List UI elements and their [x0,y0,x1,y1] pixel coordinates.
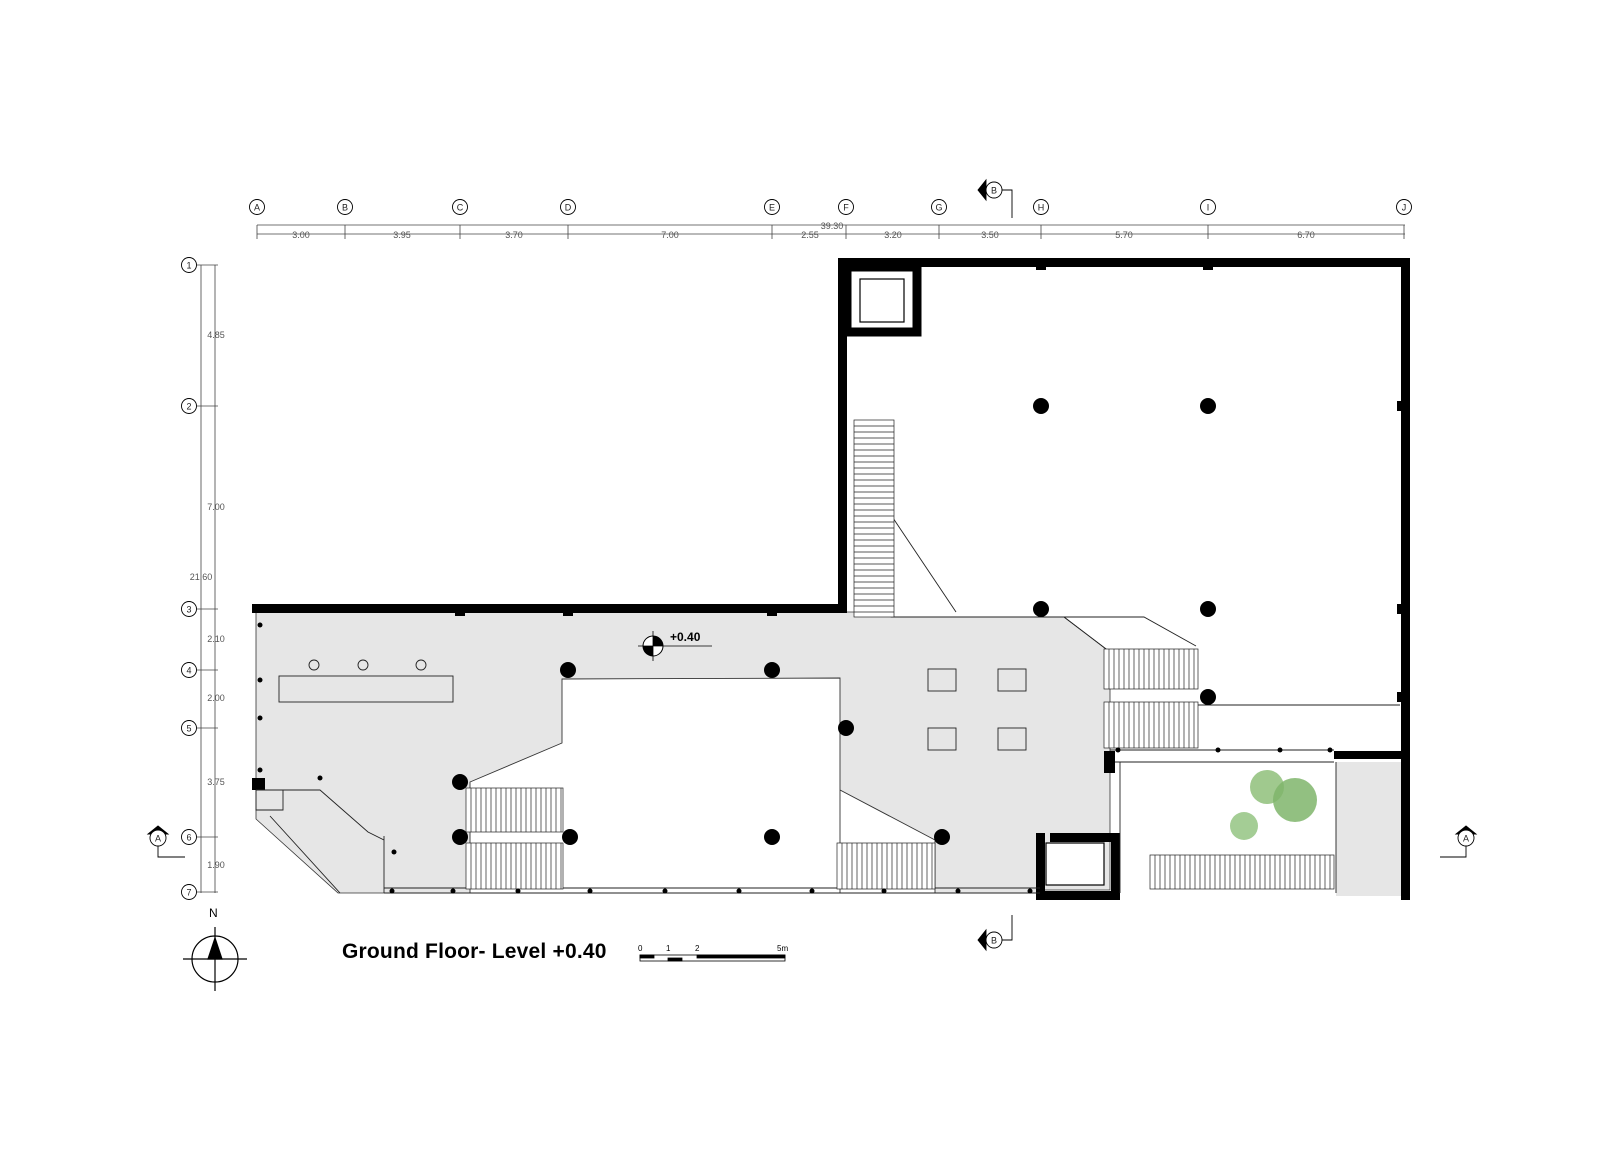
grid-label-col-h: H [1038,203,1045,213]
north-arrow-icon [183,927,247,991]
lift-core-south [1045,842,1105,886]
scale-bar [639,954,786,962]
section-marker-a-right [1440,825,1478,858]
column-grid-dimensions [256,224,1405,239]
section-marker-b-top [977,178,1013,218]
row-grid-bubbles [181,257,197,900]
stair-courtyard [836,842,936,890]
scale-label-5m: 5m [777,944,789,953]
dimension-fg: 3.20 [884,230,902,240]
grid-label-row-5: 5 [186,724,191,734]
dimension-cd: 3.70 [505,230,523,240]
section-marker-a-right-label: A [1463,834,1469,844]
dimension-45: 2.00 [207,693,225,703]
column-grid-bubbles [249,199,1412,215]
stair-west [465,787,564,890]
row-grid-dimensions [197,264,218,893]
dimension-ab: 3.00 [292,230,310,240]
small-columns [257,622,1333,894]
grid-label-row-2: 2 [186,402,191,412]
scale-label-1: 1 [666,944,671,953]
grid-label-col-b: B [342,203,348,213]
grid-label-col-e: E [769,203,775,213]
grid-label-col-d: D [565,203,572,213]
grid-label-col-f: F [843,203,849,213]
courtyard-void [469,677,936,894]
dimension-total-horizontal: 39.30 [821,221,844,231]
dimension-56: 3.75 [207,777,225,787]
dimension-67: 1.90 [207,860,225,870]
grid-label-row-4: 4 [186,666,191,676]
level-marker [638,631,712,661]
north-label: N [209,906,218,920]
lift-core-north [842,262,922,337]
grid-label-col-g: G [935,203,942,213]
structural-columns [452,398,1216,845]
section-marker-b-bottom [977,915,1013,952]
dimension-de: 7.00 [661,230,679,240]
scale-label-0: 0 [638,944,643,953]
dimension-hi: 5.70 [1115,230,1133,240]
grid-label-row-1: 1 [186,261,191,271]
section-marker-b-bottom-label: B [991,936,997,946]
section-marker-b-top-label: B [991,186,997,196]
grid-label-col-j: J [1402,203,1407,213]
grid-label-col-c: C [457,203,464,213]
grid-label-col-i: I [1207,203,1210,213]
dimension-34: 2.10 [207,634,225,644]
dimension-ij: 6.70 [1297,230,1315,240]
dimension-12: 4.85 [207,330,225,340]
tree-icon [1273,778,1317,822]
stair-north [853,419,895,618]
grid-label-row-3: 3 [186,605,191,615]
exterior-walls [252,258,1410,900]
section-marker-a-left-label: A [155,834,161,844]
dimension-bc: 3.95 [393,230,411,240]
tree-icon [1230,812,1258,840]
dimension-total-vertical: 21.60 [190,572,213,582]
grid-label-row-7: 7 [186,888,191,898]
dimension-23: 7.00 [207,502,225,512]
stair-garden [1149,854,1335,890]
level-marker-label: +0.40 [670,630,701,644]
scale-label-2: 2 [695,944,700,953]
drawing-title: Ground Floor- Level +0.40 [342,940,607,963]
east-terrace-fill [1336,762,1404,896]
dimension-ef: 2.55 [801,230,819,240]
wall-pilasters [455,264,1403,702]
section-marker-a-left [146,825,185,858]
dimension-gh: 3.50 [981,230,999,240]
grid-label-col-a: A [254,203,260,213]
grid-label-row-6: 6 [186,833,191,843]
garden-trees [1230,770,1317,840]
stair-east [1103,648,1199,749]
